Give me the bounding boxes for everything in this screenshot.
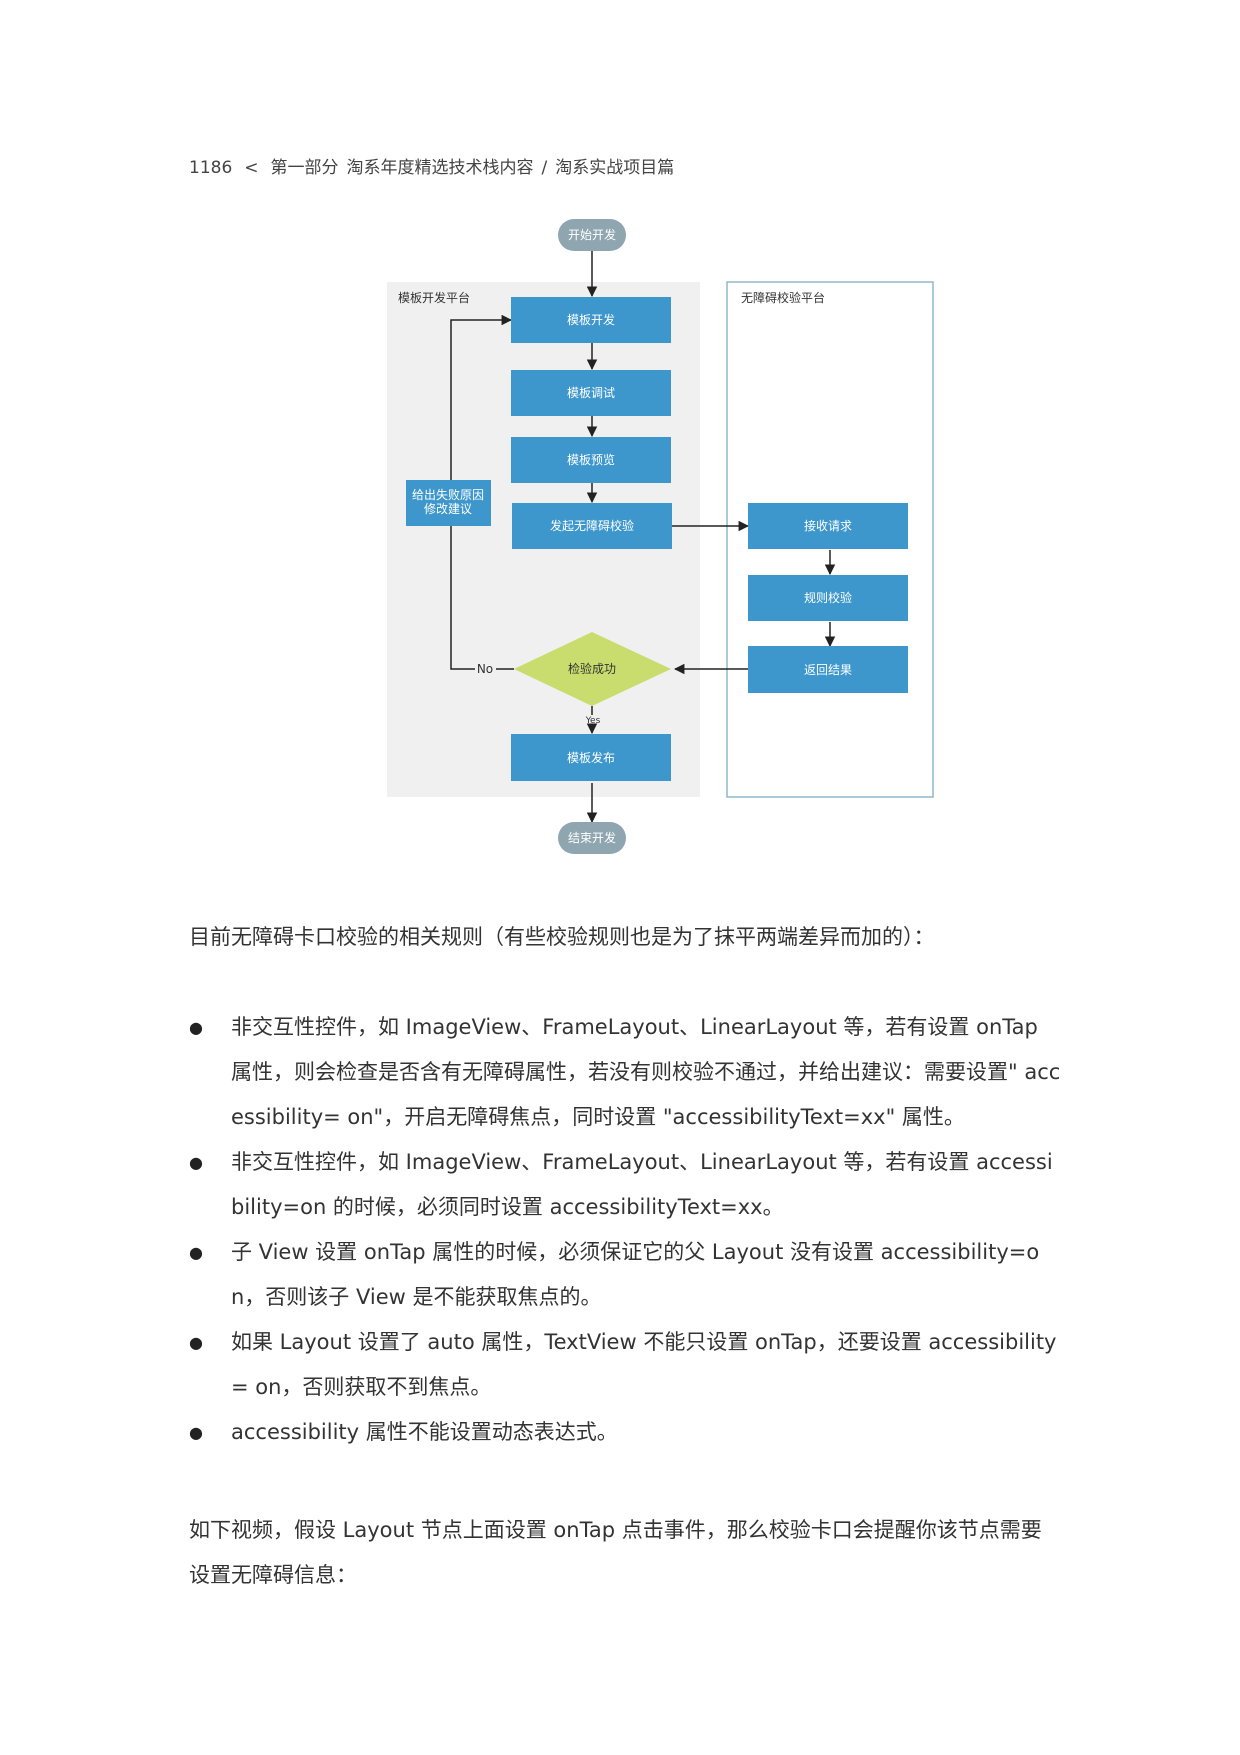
end-terminal xyxy=(558,822,626,854)
list-item: ● accessibility 属性不能设置动态表达式。 xyxy=(189,1410,1061,1455)
start-terminal xyxy=(558,219,626,251)
list-item: ● 子 View 设置 onTap 属性的时候，必须保证它的父 Layout 没有… xyxy=(189,1230,1061,1320)
list-item: ● 如果 Layout 设置了 auto 属性，TextView 不能只设置 on… xyxy=(189,1320,1061,1410)
step-submit-check-label: 发起无障碍校验 xyxy=(550,518,634,533)
running-header: 1186 < 第一部分淘系年度精选技术栈内容 / 淘系实战项目篇 xyxy=(189,153,674,178)
step-return-result xyxy=(748,646,908,693)
list-item-text: 非交互性控件，如 ImageView、FrameLayout、LinearLay… xyxy=(231,1150,1053,1219)
bullet-icon: ● xyxy=(189,1333,203,1352)
step-return-result-label: 返回结果 xyxy=(804,663,852,677)
start-label: 开始开发 xyxy=(568,227,616,242)
right-platform-label: 无障碍校验平台 xyxy=(741,290,825,305)
step-receive-request xyxy=(748,503,908,549)
step-template-dev-label: 模板开发 xyxy=(567,312,615,327)
list-item-text: 子 View 设置 onTap 属性的时候，必须保证它的父 Layout 没有设… xyxy=(231,1240,1040,1309)
feedback-line-2: 修改建议 xyxy=(424,501,472,516)
step-template-publish-label: 模板发布 xyxy=(567,750,615,765)
step-receive-request-label: 接收请求 xyxy=(804,518,852,533)
feedback-box xyxy=(406,480,491,526)
header-chapter: 淘系实战项目篇 xyxy=(555,158,675,178)
step-template-dev xyxy=(511,297,671,343)
closing-paragraph: 如下视频，假设 Layout 节点上面设置 onTap 点击事件，那么校验卡口会… xyxy=(189,1518,1042,1587)
bullet-icon: ● xyxy=(189,1018,203,1037)
list-item-text: 非交互性控件，如 ImageView、FrameLayout、LinearLay… xyxy=(231,1015,1061,1129)
step-rule-check xyxy=(748,575,908,621)
step-template-preview-label: 模板预览 xyxy=(567,452,615,467)
intro-paragraph: 目前无障碍卡口校验的相关规则（有些校验规则也是为了抹平两端差异而加的）： xyxy=(189,925,935,949)
step-template-debug xyxy=(511,370,671,416)
step-rule-check-label: 规则校验 xyxy=(804,590,852,605)
list-item-text: 如果 Layout 设置了 auto 属性，TextView 不能只设置 onT… xyxy=(231,1330,1057,1399)
bullet-icon: ● xyxy=(189,1153,203,1172)
rules-list: ● 非交互性控件，如 ImageView、FrameLayout、LinearLa… xyxy=(189,1005,1061,1455)
decision-label: 检验成功 xyxy=(568,661,616,676)
step-submit-check xyxy=(512,503,672,549)
list-item: ● 非交互性控件，如 ImageView、FrameLayout、LinearLa… xyxy=(189,1140,1061,1230)
header-slash: / xyxy=(541,158,548,178)
yes-label: Yes xyxy=(585,716,601,726)
end-label: 结束开发 xyxy=(568,830,616,845)
header-section: 淘系年度精选技术栈内容 xyxy=(346,158,534,178)
feedback-line-1: 给出失败原因 xyxy=(412,487,484,502)
step-template-publish xyxy=(511,734,671,781)
bullet-icon: ● xyxy=(189,1243,203,1262)
left-platform-label: 模板开发平台 xyxy=(398,290,470,305)
page-number: 1186 xyxy=(189,158,233,178)
list-item-text: accessibility 属性不能设置动态表达式。 xyxy=(231,1420,618,1444)
header-part: 第一部分 xyxy=(270,158,339,178)
step-template-debug-label: 模板调试 xyxy=(567,385,615,400)
no-label: No xyxy=(477,662,493,676)
step-template-preview xyxy=(511,437,671,483)
list-item: ● 非交互性控件，如 ImageView、FrameLayout、LinearLa… xyxy=(189,1005,1061,1140)
decision-diamond xyxy=(514,632,671,706)
bullet-icon: ● xyxy=(189,1423,203,1442)
header-separator: < xyxy=(244,158,259,178)
accessibility-check-flowchart: 模板开发平台 无障碍校验平台 开始开发 结束开发 模板开发 模板调试 模板预览 … xyxy=(387,219,934,854)
